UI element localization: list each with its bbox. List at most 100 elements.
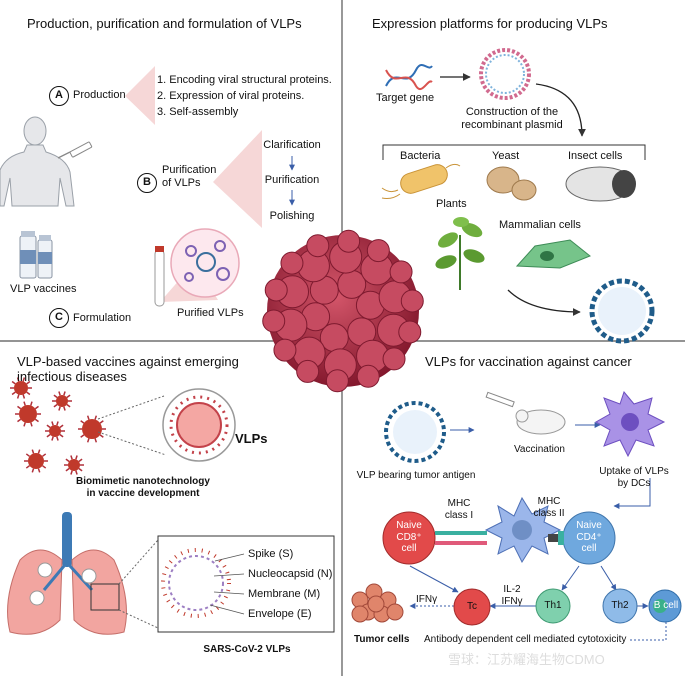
virus-icon bbox=[64, 455, 84, 475]
yeast-icon bbox=[486, 166, 537, 201]
virus-icon bbox=[45, 421, 65, 441]
purification-funnel bbox=[213, 130, 262, 228]
lungs-icon bbox=[7, 512, 127, 635]
th2-cell bbox=[602, 588, 638, 624]
sars-leader-lines bbox=[209, 553, 245, 615]
arrow-cd8-tc bbox=[409, 565, 459, 593]
vlp-vaccines-label: VLP vaccines bbox=[10, 283, 77, 295]
biomimetic-label: Biomimetic nanotechnology in vaccine dev… bbox=[76, 476, 210, 499]
il2-ifn-label: IL-2 IFNγ bbox=[501, 584, 523, 607]
mouse-syringe-icon bbox=[485, 391, 566, 435]
arrow-bcell-adcc bbox=[630, 622, 667, 641]
spike-label: Spike (S) bbox=[248, 548, 294, 560]
nucleocapsid-label: Nucleocapsid (N) bbox=[248, 568, 333, 580]
vlp-capsomere bbox=[280, 251, 304, 275]
arrow-cd4-th2 bbox=[600, 565, 617, 591]
plasmid-label: Construction of the recombinant plasmid bbox=[461, 106, 563, 131]
tube-icon bbox=[154, 246, 165, 307]
host-mammalian-cells: Mammalian cells bbox=[499, 219, 581, 231]
vlp-capsomere bbox=[296, 359, 320, 383]
th1-label: Th1 bbox=[544, 600, 562, 611]
vlp-capsomere bbox=[398, 320, 422, 344]
purified-vlp-circle bbox=[170, 228, 240, 298]
zoom-line-lung-top bbox=[118, 539, 159, 585]
production-step-1: 1. Encoding viral structural proteins. bbox=[157, 74, 332, 86]
purification-step-clarification: Clarification bbox=[263, 139, 321, 151]
adcc-label: Antibody dependent cell mediated cytotox… bbox=[424, 634, 627, 645]
purification-label: Purification of VLPs bbox=[162, 164, 217, 189]
production-panel-title: Production, purification and formulation… bbox=[27, 16, 302, 31]
tumor-cell bbox=[367, 595, 385, 613]
vlp-zoom-particle bbox=[169, 395, 229, 455]
th1-cell bbox=[535, 588, 571, 624]
host-insect-cells: Insect cells bbox=[568, 150, 623, 162]
target-gene-label: Target gene bbox=[376, 92, 435, 104]
produced-vlp-icon bbox=[589, 278, 655, 344]
plant-icon bbox=[435, 217, 485, 290]
cancer-panel-title: VLPs for vaccination against cancer bbox=[425, 354, 632, 369]
central-dc-icon bbox=[484, 496, 562, 564]
virus-icon bbox=[24, 449, 48, 473]
host-bracket bbox=[382, 144, 646, 160]
arrow-cells-vlp bbox=[507, 289, 581, 316]
sars-cov-2-label: SARS-CoV-2 VLPs bbox=[203, 644, 291, 655]
virus-icon bbox=[15, 401, 41, 427]
virus-icon bbox=[78, 415, 106, 443]
vlp-capsomere bbox=[325, 369, 349, 393]
tumor-cell bbox=[386, 603, 404, 621]
vlp-capsomere bbox=[389, 260, 413, 284]
production-funnel bbox=[125, 66, 155, 125]
badge-c: C bbox=[49, 308, 69, 328]
membrane-label: Membrane (M) bbox=[248, 588, 321, 600]
vlp-capsomere bbox=[262, 309, 286, 333]
host-bacteria: Bacteria bbox=[400, 150, 441, 162]
mhc-receptor-links bbox=[435, 531, 564, 545]
tc-cell bbox=[453, 588, 491, 626]
expression-panel-art bbox=[381, 48, 655, 344]
th2-label: Th2 bbox=[611, 600, 629, 611]
vlp-capsomere bbox=[306, 234, 330, 258]
dendritic-cell-icon bbox=[594, 390, 666, 458]
purification-step-purification: Purification bbox=[264, 174, 320, 186]
vial-icon bbox=[19, 231, 53, 279]
dna-icon bbox=[385, 64, 433, 91]
watermark: 雪球：江苏耀海生物CDMO bbox=[448, 652, 605, 667]
syringe-icon bbox=[57, 141, 93, 159]
vlp-capsomere bbox=[273, 338, 297, 362]
vlp-capsomere bbox=[366, 239, 390, 263]
badge-b: B bbox=[137, 173, 157, 193]
virus-icon bbox=[52, 391, 72, 411]
vlp-capsomere bbox=[264, 278, 288, 302]
central-vlp-particle bbox=[262, 229, 424, 393]
tumor-cells-label: Tumor cells bbox=[354, 634, 410, 645]
production-step-2: 2. Expression of viral proteins. bbox=[157, 90, 305, 102]
purified-vlps-label: Purified VLPs bbox=[177, 307, 244, 319]
infectious-panel-title: VLP-based vaccines against emerging infe… bbox=[17, 354, 239, 384]
plasmid-icon bbox=[479, 48, 531, 100]
host-plants: Plants bbox=[436, 198, 467, 210]
vlp-capsomere bbox=[356, 364, 380, 388]
tc-label: Tc bbox=[467, 601, 477, 612]
arrow-plasmid-hosts bbox=[535, 83, 586, 137]
ifn-label: IFNγ bbox=[416, 594, 438, 605]
infectious-panel-art bbox=[7, 377, 335, 635]
mhc-class-1-label: MHC class I bbox=[444, 498, 474, 521]
vlp-capsomere bbox=[400, 289, 424, 313]
b-cell-label: B cell bbox=[653, 600, 679, 611]
uptake-label: Uptake of VLPs by DCs bbox=[599, 466, 669, 489]
insect-cells-icon bbox=[565, 166, 636, 202]
vlps-label: VLPs bbox=[235, 431, 268, 446]
purification-step-polishing: Polishing bbox=[269, 210, 315, 222]
tumor-cell bbox=[351, 605, 369, 623]
production-label: Production bbox=[73, 89, 126, 101]
virus-icon bbox=[10, 377, 32, 399]
bacteria-icon bbox=[381, 163, 461, 199]
vlp-capsomere bbox=[382, 347, 406, 371]
production-panel-art bbox=[0, 66, 295, 307]
tumor-cells-icon bbox=[351, 583, 404, 623]
arrow-dc-activation bbox=[613, 478, 651, 509]
host-yeast: Yeast bbox=[492, 150, 520, 162]
production-step-3: 3. Self-assembly bbox=[157, 106, 239, 118]
arrow-cd4-th1 bbox=[561, 565, 580, 591]
